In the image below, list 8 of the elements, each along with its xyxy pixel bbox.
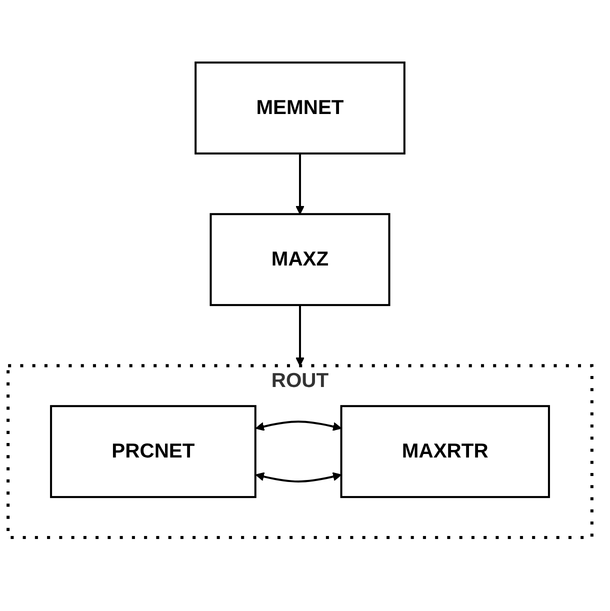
node-box: MEMNET — [194, 62, 406, 154]
node-box: MAXRTR — [340, 405, 550, 498]
arrow — [255, 420, 342, 431]
arrow — [255, 472, 342, 482]
node-box: MAXZ — [210, 213, 390, 306]
node-box: PRCNET — [50, 405, 256, 498]
arrow — [296, 153, 304, 215]
arrow — [296, 305, 304, 366]
